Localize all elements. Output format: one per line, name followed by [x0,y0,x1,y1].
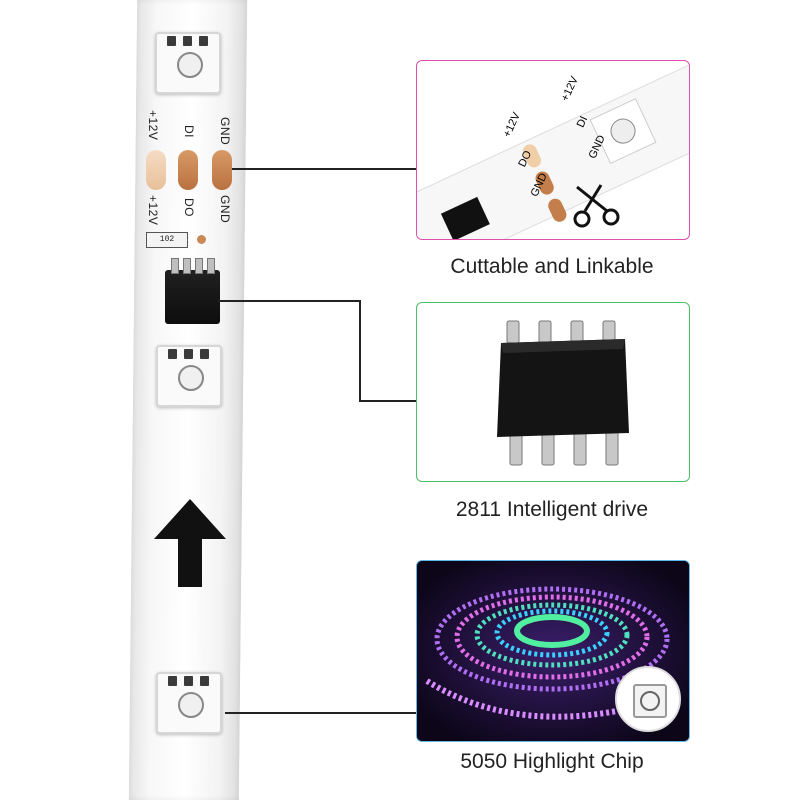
panel-ic [416,302,690,482]
panel-cuttable: +12V +12V DI DO GND GND [416,60,690,240]
leader-line-3 [225,712,417,714]
led-chip-icon [615,666,681,732]
caption-ic: 2811 Intelligent drive [455,498,649,521]
solder-pad-12v [146,150,166,190]
solder-dot [197,235,206,244]
solder-pad-data [178,150,198,190]
leader-line-2c [359,400,417,402]
label-gnd-top: GND [218,117,232,146]
label-do: DO [182,198,196,217]
direction-arrow-icon [154,499,226,587]
caption-led: 5050 Highlight Chip [460,750,644,773]
label-di: DI [182,125,196,138]
label-12v-bottom: +12V [146,195,160,226]
leader-line-2b [359,300,361,402]
leader-line-2a [218,300,360,302]
scissors-icon [573,184,620,228]
solder-pad-gnd [212,150,232,190]
led-chip-top [155,32,221,94]
led-chip-bottom [156,672,222,734]
resistor: 102 [146,232,188,248]
caption-cuttable: Cuttable and Linkable [450,255,654,278]
leader-line-1 [232,168,416,170]
label-gnd-bottom: GND [218,195,232,224]
cut-detail-illustration [417,61,689,239]
ic-chip-icon [497,320,629,466]
led-chip-middle [156,345,222,407]
label-12v-top: +12V [146,110,160,141]
ic-chip-strip [165,258,220,324]
panel-led [416,560,690,742]
